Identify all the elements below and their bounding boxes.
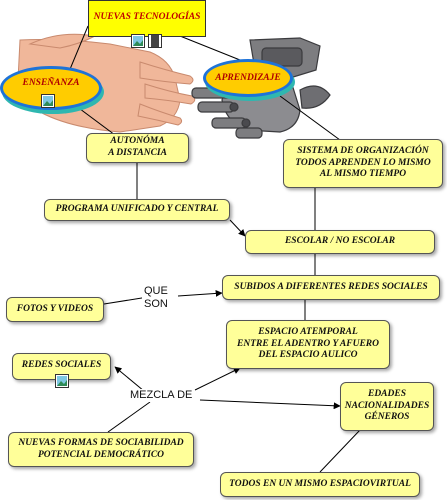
espacio-label: ESPACIO ATEMPORAL ENTRE EL ADENTRO Y AFU…	[237, 326, 379, 361]
que-son-link-label: QUE SON	[142, 285, 170, 311]
fotos-node[interactable]: FOTOS Y VIDEOS	[6, 297, 104, 322]
mezcla-de-link-label: MEZCLA DE	[128, 389, 195, 402]
title-node[interactable]: NUEVAS TECNOLOGÍAS	[88, 0, 206, 37]
programa-node[interactable]: PROGRAMA UNIFICADO Y CENTRAL	[44, 199, 230, 221]
aprendizaje-label: APRENDIZAJE	[215, 73, 281, 83]
autonomia-label: AUTONÓMA A DISTANCIA	[108, 136, 167, 158]
ensenanza-label: ENSEÑANZA	[22, 78, 80, 88]
programa-label: PROGRAMA UNIFICADO Y CENTRAL	[55, 204, 219, 215]
image-attachment-icon[interactable]	[41, 94, 55, 108]
subidos-label: SUBIDOS A DIFERENTES REDES SOCIALES	[234, 281, 428, 292]
image-attachment-icon[interactable]	[131, 34, 145, 48]
todos-node[interactable]: TODOS EN UN MISMO ESPACIOVIRTUAL	[220, 472, 420, 497]
sistema-node[interactable]: SISTEMA DE ORGANIZACIÓN TODOS APRENDEN L…	[283, 139, 443, 188]
title-text: NUEVAS TECNOLOGÍAS	[93, 12, 201, 22]
aprendizaje-node[interactable]: APRENDIZAJE	[203, 59, 293, 97]
edades-label: EDADES NACIONALIDADES GÉNEROS	[344, 388, 430, 423]
subidos-node[interactable]: SUBIDOS A DIFERENTES REDES SOCIALES	[222, 275, 440, 300]
espacio-node[interactable]: ESPACIO ATEMPORAL ENTRE EL ADENTRO Y AFU…	[226, 320, 390, 369]
escolar-label: ESCOLAR / NO ESCOLAR	[284, 236, 396, 247]
autonomia-node[interactable]: AUTONÓMA A DISTANCIA	[86, 133, 189, 163]
image-attachment-icon[interactable]	[55, 374, 69, 388]
nuevas-formas-label: NUEVAS FORMAS DE SOCIABILIDAD POTENCIAL …	[18, 437, 184, 460]
fotos-label: FOTOS Y VIDEOS	[16, 303, 94, 314]
escolar-node[interactable]: ESCOLAR / NO ESCOLAR	[245, 230, 435, 254]
redes-label: REDES SOCIALES	[21, 360, 102, 370]
edades-node[interactable]: EDADES NACIONALIDADES GÉNEROS	[340, 382, 434, 431]
video-attachment-icon[interactable]	[148, 34, 162, 48]
sistema-label: SISTEMA DE ORGANIZACIÓN TODOS APRENDEN L…	[295, 145, 431, 180]
nuevas-formas-node[interactable]: NUEVAS FORMAS DE SOCIABILIDAD POTENCIAL …	[8, 432, 194, 467]
ensenanza-node[interactable]: ENSEÑANZA	[0, 66, 102, 110]
todos-label: TODOS EN UN MISMO ESPACIOVIRTUAL	[229, 478, 411, 489]
